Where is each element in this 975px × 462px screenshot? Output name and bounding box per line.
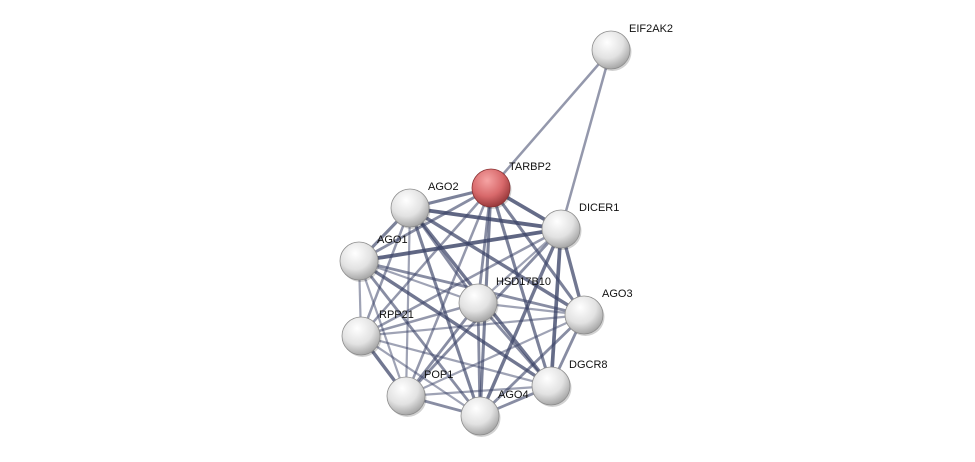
- edge-dicer1-ago1[interactable]: [358, 227, 562, 263]
- node-sphere[interactable]: [386, 376, 426, 416]
- node-sphere[interactable]: [531, 366, 571, 406]
- edge-ago3-ago4[interactable]: [479, 313, 585, 418]
- edge-hsd17b10-rpp21[interactable]: [360, 301, 479, 338]
- edge-tarbp2-ago3[interactable]: [489, 187, 586, 316]
- node-label: RPP21: [379, 309, 414, 321]
- node-sphere[interactable]: [390, 188, 430, 228]
- node-label: DGCR8: [569, 359, 608, 371]
- node-sphere[interactable]: [471, 168, 511, 208]
- edge-hsd17b10-pop1[interactable]: [404, 302, 480, 397]
- edge-rpp21-ago4[interactable]: [360, 335, 481, 417]
- edge-eif2ak2-tarbp2[interactable]: [490, 49, 612, 189]
- edge-ago2-dicer1[interactable]: [409, 206, 562, 231]
- edge-dgcr8-pop1[interactable]: [405, 384, 552, 398]
- node-label: HSD17B10: [496, 276, 551, 288]
- node-sphere[interactable]: [339, 241, 379, 281]
- node-label: AGO4: [498, 389, 529, 401]
- node-ago4[interactable]: AGO4: [460, 389, 529, 437]
- node-label: AGO1: [377, 234, 408, 246]
- node-dicer1[interactable]: DICER1: [541, 202, 619, 250]
- edge-ago1-dgcr8[interactable]: [358, 259, 552, 388]
- node-hsd17b10[interactable]: HSD17B10: [458, 276, 551, 324]
- node-dgcr8[interactable]: DGCR8: [531, 359, 608, 407]
- node-ago2[interactable]: AGO2: [390, 181, 459, 229]
- node-label: DICER1: [579, 202, 619, 214]
- node-sphere[interactable]: [458, 283, 498, 323]
- node-rpp21[interactable]: RPP21: [341, 309, 414, 357]
- edge-ago1-hsd17b10[interactable]: [358, 259, 479, 305]
- edge-eif2ak2-dicer1[interactable]: [559, 49, 613, 230]
- edge-dicer1-rpp21[interactable]: [360, 227, 562, 338]
- node-eif2ak2[interactable]: EIF2AK2: [591, 23, 673, 71]
- node-sphere[interactable]: [460, 396, 500, 436]
- node-label: AGO2: [428, 181, 459, 193]
- edge-ago3-pop1[interactable]: [405, 313, 585, 398]
- node-sphere[interactable]: [541, 209, 581, 249]
- node-sphere[interactable]: [591, 30, 631, 70]
- node-label: POP1: [424, 369, 453, 381]
- edge-ago2-rpp21[interactable]: [359, 207, 412, 337]
- edge-ago2-pop1[interactable]: [404, 207, 412, 397]
- edge-tarbp2-rpp21[interactable]: [360, 187, 492, 337]
- node-label: AGO3: [602, 288, 633, 300]
- node-label: TARBP2: [509, 161, 551, 173]
- edge-dicer1-ago4[interactable]: [478, 228, 563, 417]
- edge-ago1-ago4[interactable]: [357, 260, 482, 417]
- node-label: EIF2AK2: [629, 23, 673, 35]
- edge-tarbp2-pop1[interactable]: [404, 187, 493, 397]
- edge-ago1-pop1[interactable]: [357, 260, 408, 397]
- node-ago1[interactable]: AGO1: [339, 234, 408, 282]
- node-pop1[interactable]: POP1: [386, 369, 453, 417]
- node-tarbp2[interactable]: TARBP2: [471, 161, 551, 209]
- node-sphere[interactable]: [341, 316, 381, 356]
- node-ago3[interactable]: AGO3: [564, 288, 633, 336]
- edge-ago3-rpp21[interactable]: [360, 313, 585, 338]
- node-sphere[interactable]: [564, 295, 604, 335]
- edge-rpp21-dgcr8[interactable]: [360, 334, 552, 388]
